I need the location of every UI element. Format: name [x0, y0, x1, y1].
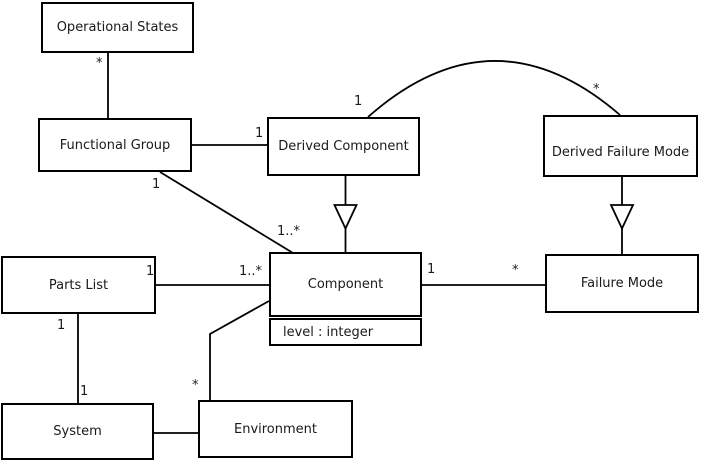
generalization-triangle-component [333, 204, 358, 231]
class-failure-mode[interactable]: Failure Mode [545, 254, 699, 313]
class-parts-list[interactable]: Parts List [1, 256, 156, 314]
multiplicity-component-end: 1 [427, 262, 436, 277]
multiplicity-operational-states-end: * [96, 56, 103, 71]
class-functional-group[interactable]: Functional Group [38, 118, 192, 172]
class-operational-states[interactable]: Operational States [41, 2, 194, 53]
edge-functional-group-component [159, 171, 294, 254]
class-derived-component[interactable]: Derived Component [267, 117, 420, 176]
edge-component-environment [209, 300, 270, 400]
class-name: Parts List [48, 277, 109, 293]
multiplicity-derived-component-end: 1 [354, 94, 363, 109]
class-name: Component [307, 277, 384, 292]
multiplicity-parts-list-end: 1 [146, 264, 155, 279]
class-name: Failure Mode [580, 276, 664, 291]
class-name: Operational States [56, 20, 179, 35]
class-system[interactable]: System [1, 403, 154, 460]
generalization-triangle-failure-mode [609, 204, 635, 231]
class-component-attributes[interactable]: level : integer [269, 318, 422, 346]
multiplicity-failure-mode-end: * [512, 263, 519, 278]
class-name: Derived Component [278, 139, 409, 154]
multiplicity-component-end: 1..* [277, 224, 301, 239]
multiplicity-parts-list-end: 1 [57, 318, 66, 333]
class-environment[interactable]: Environment [198, 400, 353, 458]
class-name: System [53, 424, 102, 439]
attribute-level: level : integer [283, 324, 374, 340]
multiplicity-functional-group-end: 1 [152, 177, 161, 192]
multiplicity-component-end: 1..* [239, 264, 263, 279]
multiplicity-derived-component-end: 1 [255, 126, 264, 141]
multiplicity-system-end: 1 [80, 384, 89, 399]
class-component[interactable]: Component [269, 252, 422, 317]
edge-derived-component-derived-failure-mode-arc [367, 60, 621, 118]
multiplicity-derived-failure-mode-end: * [593, 82, 600, 97]
multiplicity-environment-end: * [192, 378, 199, 393]
class-derived-failure-mode[interactable]: Derived Failure Mode [543, 115, 698, 177]
class-name: Derived Failure Mode [551, 144, 690, 160]
class-name: Environment [233, 421, 317, 437]
class-name: Functional Group [59, 137, 171, 153]
